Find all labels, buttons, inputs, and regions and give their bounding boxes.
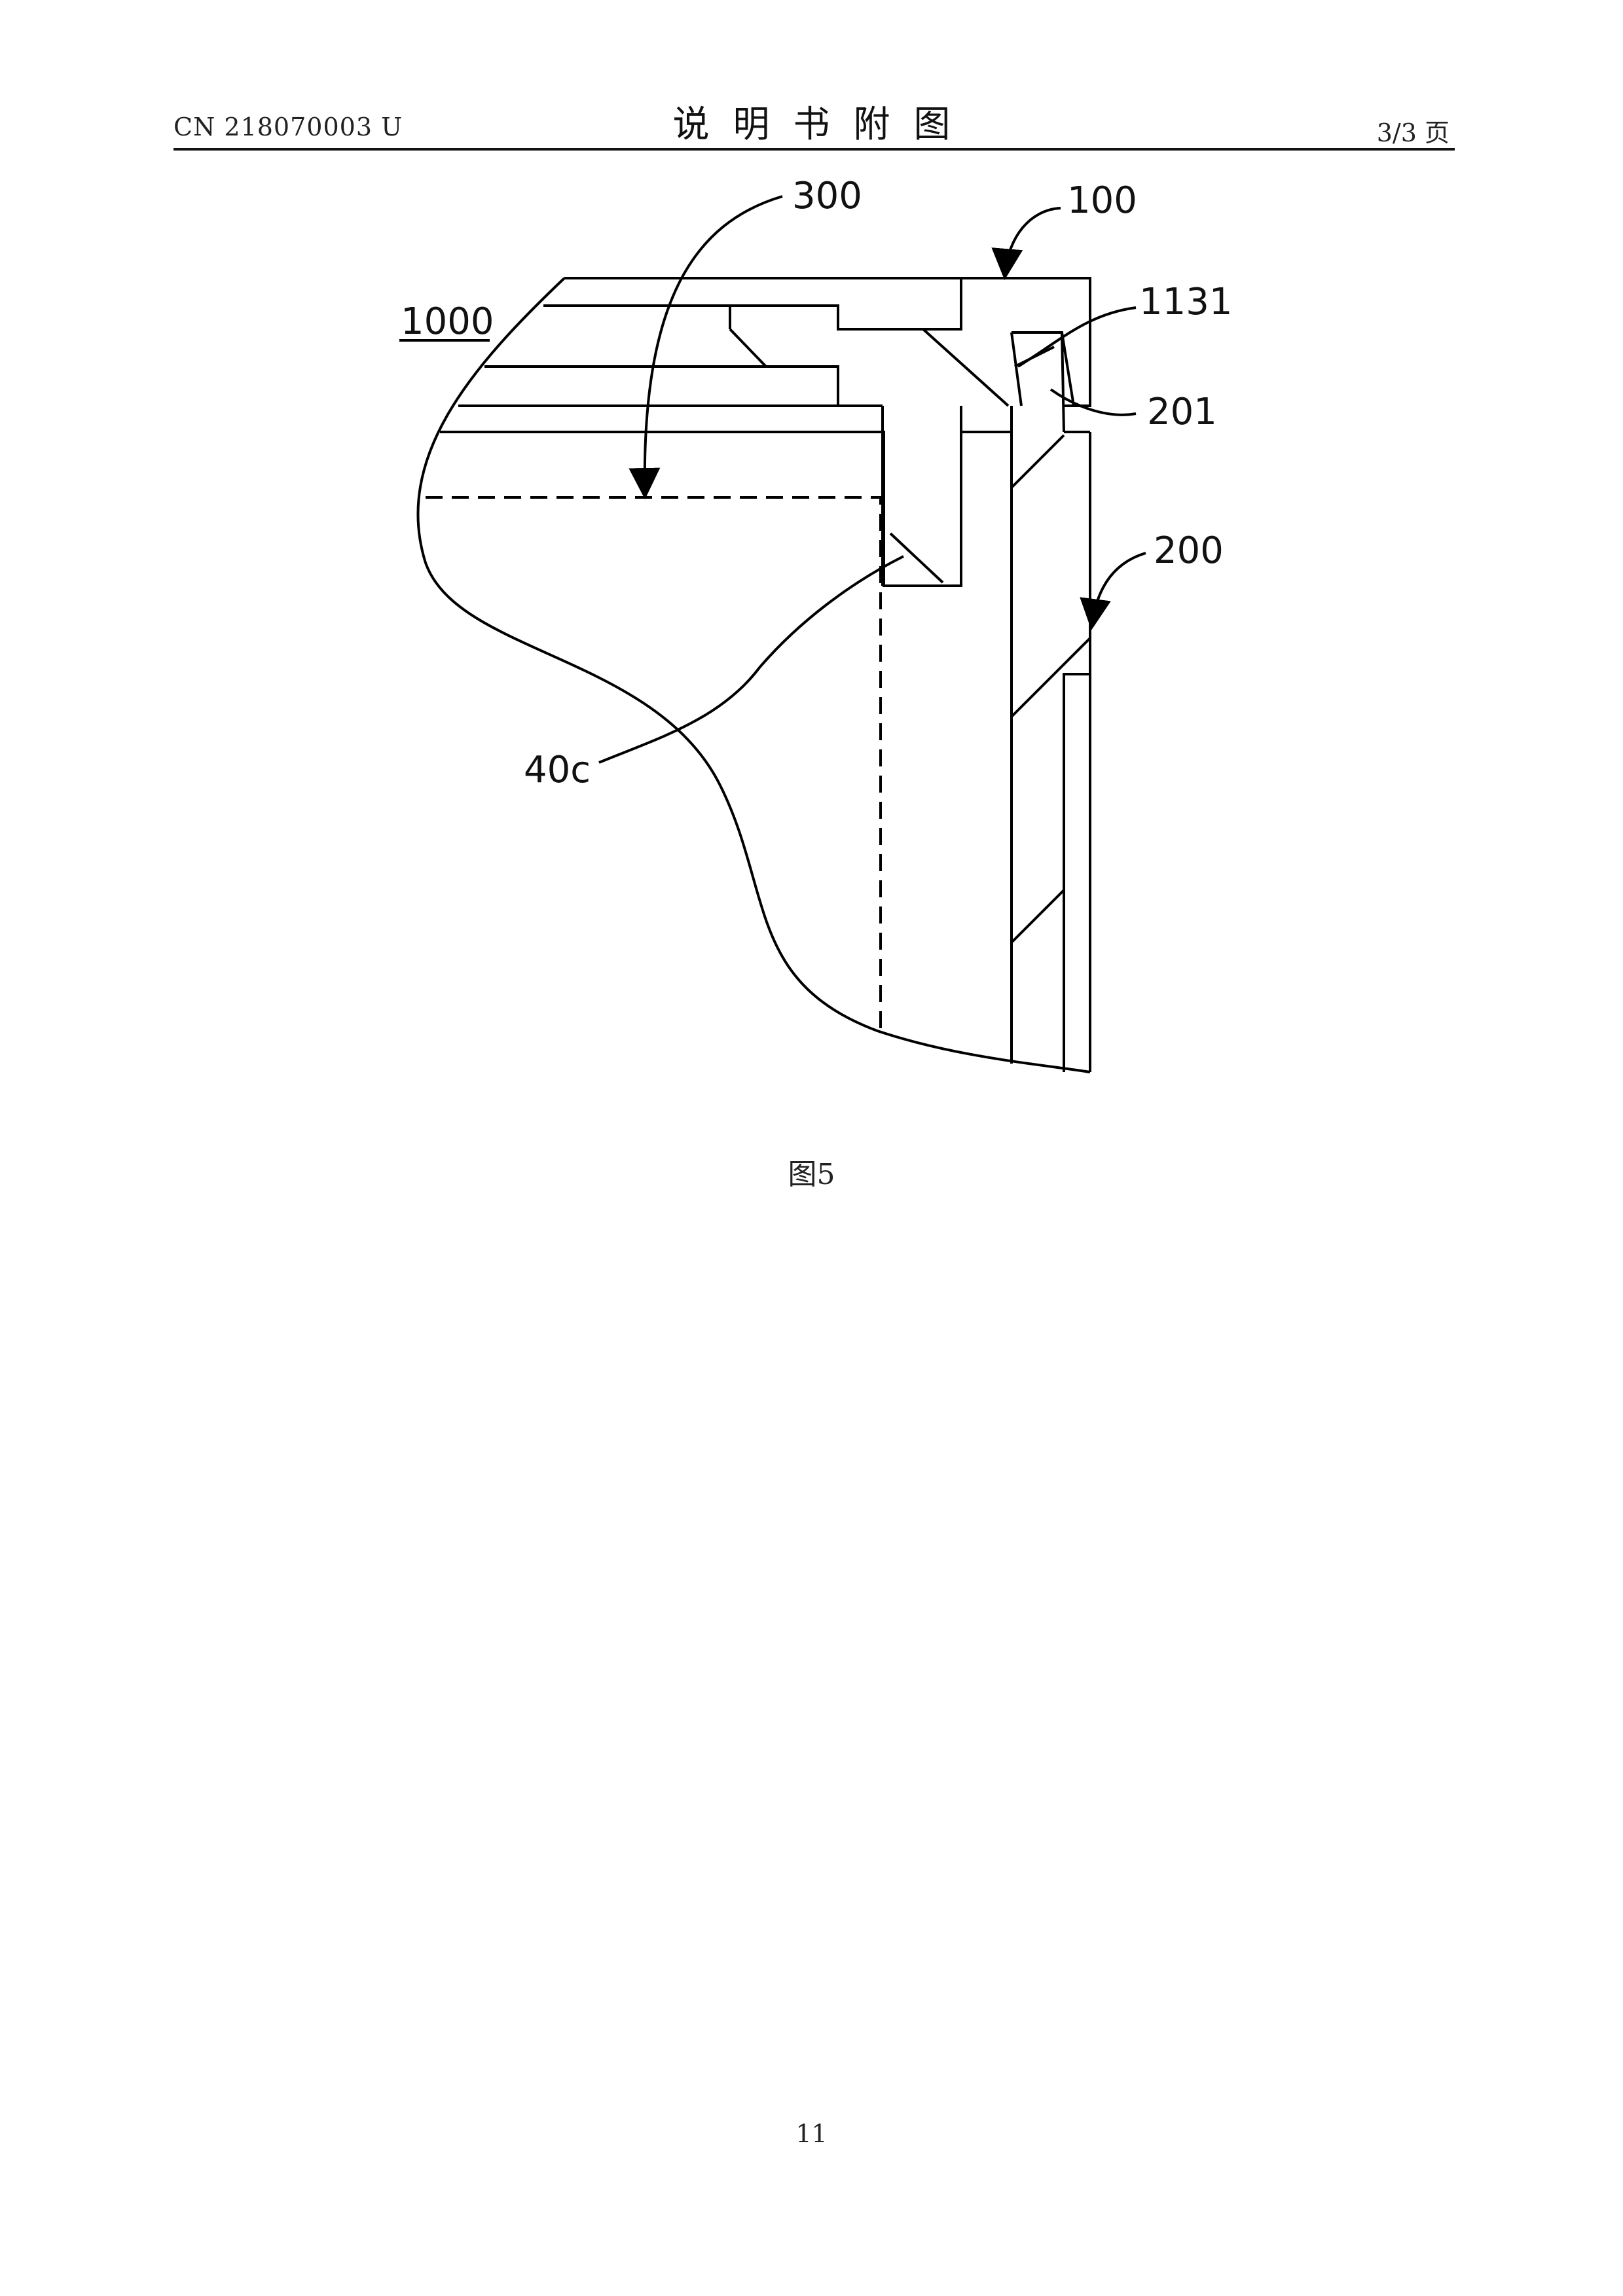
frame-hatch-1 — [1010, 434, 1065, 489]
cover-top-step — [730, 278, 962, 331]
figure-5-drawing: 300 100 1000 1131 201 200 40c — [399, 175, 1233, 1073]
leader-200 — [1080, 552, 1146, 630]
dashed-region-300 — [426, 496, 882, 1031]
frame-hatch-2 — [1010, 637, 1091, 718]
label-200: 200 — [1154, 529, 1224, 572]
page-title: 说明书附图 — [672, 103, 974, 146]
bevel-1 — [729, 328, 767, 368]
label-1000: 1000 — [401, 300, 494, 343]
page-number: 11 — [795, 2119, 828, 2148]
frame-hatch-3 — [1010, 889, 1065, 944]
leader-1131 — [1017, 306, 1137, 368]
figure-caption: 图5 — [788, 1158, 835, 1191]
bevel-top-right — [922, 328, 1010, 407]
leader-40c — [598, 555, 904, 764]
break-line-curve — [416, 277, 1091, 1073]
leader-100 — [991, 207, 1061, 280]
frame-inner-strip — [1063, 673, 1090, 1072]
layer-line-2 — [484, 365, 883, 407]
label-100: 100 — [1067, 179, 1137, 222]
bevel-40c — [889, 532, 944, 584]
snap-clip — [1010, 331, 1075, 433]
leader-201 — [1049, 388, 1137, 416]
label-1131: 1131 — [1139, 281, 1233, 323]
cover-top-plate — [564, 277, 1091, 407]
header-divider — [173, 148, 1455, 151]
leader-300 — [629, 195, 783, 499]
label-201: 201 — [1147, 391, 1217, 433]
label-40c: 40c — [524, 749, 591, 791]
label-300: 300 — [792, 175, 862, 217]
patent-number: CN 218070003 U — [173, 113, 403, 141]
layer-line-4 — [440, 431, 1012, 587]
page-indicator: 3/3 页 — [1376, 118, 1450, 147]
